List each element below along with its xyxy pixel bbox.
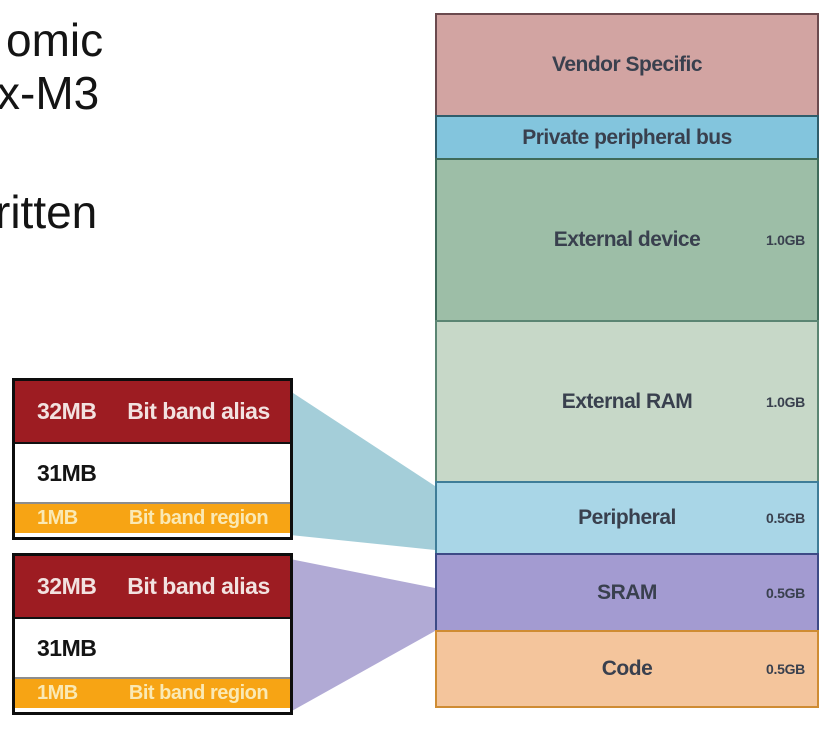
memory-region-sram: SRAM 0.5GB — [435, 553, 819, 632]
memory-region-vendor-specific: Vendor Specific — [435, 13, 819, 117]
free-size-label: 31MB — [37, 634, 97, 661]
bit-band-alias-row: 32MB Bit band alias — [15, 381, 290, 444]
region-name: SRAM — [597, 580, 657, 604]
bit-band-region-row: 1MB Bit band region — [15, 679, 290, 708]
region-size: 1.0GB — [766, 393, 805, 410]
region-size: 0.5GB — [766, 584, 805, 601]
slide-text-fragment: x-M3 — [0, 67, 100, 119]
region-size: 0.5GB — [766, 661, 805, 677]
alias-name-label: Bit band alias — [127, 398, 270, 424]
region-name-label: Bit band region — [128, 682, 269, 704]
region-name: External device — [553, 228, 701, 251]
alias-size-label: 32MB — [37, 398, 97, 424]
region-size-label: 1MB — [37, 507, 78, 529]
memory-map-column: Vendor Specific Private peripheral bus E… — [435, 13, 819, 708]
free-space-row: 31MB — [15, 444, 290, 504]
region-size: 1.0GB — [766, 232, 805, 248]
peripheral-bitband-connector — [290, 391, 435, 550]
region-name: External RAM — [561, 389, 693, 413]
region-name: Peripheral — [578, 506, 676, 529]
bit-band-box-peripheral: 32MB Bit band alias 31MB 1MB Bit band re… — [12, 378, 293, 540]
region-size-label: 1MB — [37, 682, 78, 704]
region-name-label: Bit band region — [128, 507, 269, 529]
memory-region-external-device: External device 1.0GB — [435, 158, 819, 322]
region-name: Private peripheral bus — [522, 125, 732, 149]
free-size-label: 31MB — [37, 459, 97, 486]
region-size: 0.5GB — [766, 510, 805, 526]
bit-band-alias-row: 32MB Bit band alias — [15, 556, 290, 619]
slide-text-fragment: omic — [6, 14, 104, 66]
alias-name-label: Bit band alias — [127, 573, 270, 599]
memory-region-private-peripheral-bus: Private peripheral bus — [435, 115, 819, 160]
sram-bitband-connector — [290, 559, 435, 712]
region-name: Vendor Specific — [551, 53, 703, 76]
free-space-row: 31MB — [15, 619, 290, 679]
memory-region-peripheral: Peripheral 0.5GB — [435, 481, 819, 555]
slide-text-fragment: ritten — [0, 186, 98, 238]
alias-size-label: 32MB — [37, 573, 97, 599]
memory-region-code: Code 0.5GB — [435, 630, 819, 708]
memory-region-external-ram: External RAM 1.0GB — [435, 320, 819, 483]
bit-band-region-row: 1MB Bit band region — [15, 504, 290, 533]
region-name: Code — [601, 657, 653, 680]
bit-band-box-sram: 32MB Bit band alias 31MB 1MB Bit band re… — [12, 553, 293, 715]
